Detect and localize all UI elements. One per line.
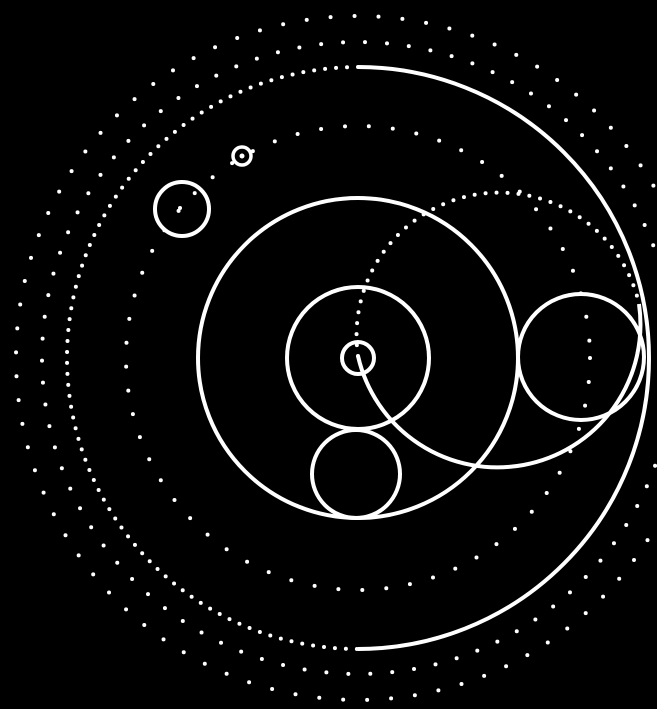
tiny-satellite-dot (240, 154, 245, 159)
upper-left-satellite-dot (178, 206, 182, 210)
